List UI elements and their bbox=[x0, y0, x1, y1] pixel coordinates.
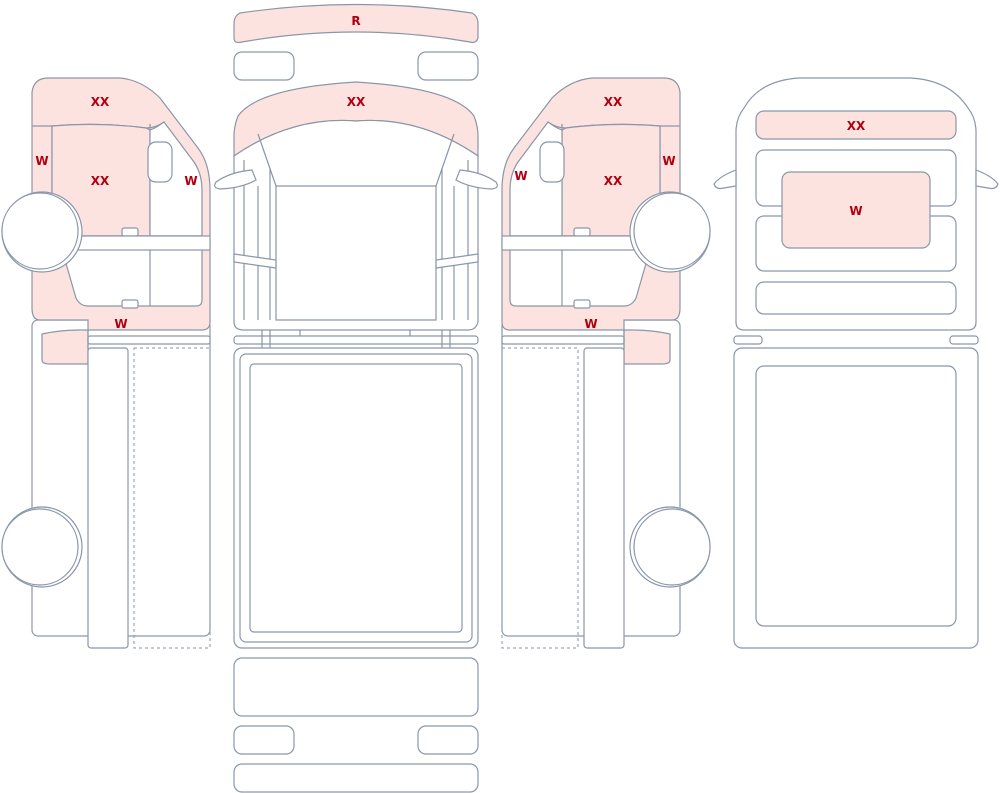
rear-left-mirror[interactable] bbox=[713, 169, 737, 190]
cab-inner-outline bbox=[275, 185, 437, 321]
right-upper-door-label: XX bbox=[604, 95, 623, 109]
rear-window-label: W bbox=[849, 204, 862, 218]
hood-label: XX bbox=[347, 95, 366, 109]
right-rear-wheel[interactable] bbox=[633, 508, 711, 586]
right-pillar-label: W bbox=[662, 154, 675, 168]
left-side-view: XX XX W W W bbox=[1, 77, 211, 649]
cargo-roof-rim bbox=[239, 353, 473, 643]
right-sill-label: W bbox=[584, 317, 597, 331]
rear-left-connector bbox=[733, 335, 763, 345]
left-belt-rail bbox=[77, 235, 211, 251]
rear-right-connector bbox=[949, 335, 979, 345]
right-door-handle-bottom[interactable] bbox=[573, 299, 591, 309]
left-upper-door-label: XX bbox=[91, 95, 110, 109]
right-window-label: W bbox=[514, 169, 527, 183]
rear-right-light[interactable] bbox=[417, 725, 479, 755]
right-belt-rail-dash bbox=[502, 235, 560, 251]
left-window-label: W bbox=[184, 174, 197, 188]
left-sliding-door-outline bbox=[133, 347, 211, 649]
cab-rear-strip bbox=[233, 335, 479, 345]
rear-step-panel[interactable] bbox=[233, 657, 479, 717]
left-sill-strip bbox=[87, 335, 211, 345]
roof-panel[interactable] bbox=[233, 3, 479, 44]
right-sill-strip bbox=[501, 335, 625, 345]
rear-bumper[interactable] bbox=[233, 763, 479, 793]
left-door-label: XX bbox=[91, 174, 110, 188]
rear-left-light[interactable] bbox=[233, 725, 295, 755]
rear-bumper-strip[interactable] bbox=[755, 281, 957, 315]
left-front-wheel[interactable] bbox=[1, 192, 79, 270]
right-vent-window[interactable] bbox=[539, 141, 565, 183]
rear-view: XX W bbox=[713, 77, 999, 649]
rear-top-panel[interactable] bbox=[755, 110, 957, 140]
right-cargo-door[interactable] bbox=[583, 347, 625, 649]
left-pillar-label: W bbox=[35, 154, 48, 168]
left-cargo-door[interactable] bbox=[87, 347, 129, 649]
top-view: R XX bbox=[214, 3, 498, 793]
cab-body[interactable] bbox=[233, 119, 479, 331]
left-vent-window[interactable] bbox=[147, 141, 173, 183]
right-door-label: XX bbox=[604, 174, 623, 188]
left-door-handle-bottom[interactable] bbox=[121, 299, 139, 309]
roof-label: R bbox=[351, 14, 360, 28]
left-a-pillar-line bbox=[243, 133, 277, 320]
right-lower-door[interactable] bbox=[509, 235, 655, 307]
rear-right-mirror[interactable] bbox=[975, 169, 999, 190]
right-front-wheel[interactable] bbox=[633, 192, 711, 270]
cargo-roof[interactable] bbox=[233, 347, 479, 649]
left-rear-wheel[interactable] bbox=[1, 508, 79, 586]
cargo-roof-inner bbox=[249, 363, 463, 633]
rear-cargo-door-panel[interactable] bbox=[755, 365, 957, 627]
left-door-handle-top[interactable] bbox=[121, 227, 139, 237]
front-left-mirror[interactable] bbox=[233, 51, 295, 81]
left-belt-rail-dash bbox=[152, 235, 210, 251]
right-belt-rail bbox=[501, 235, 635, 251]
rear-top-panel-label: XX bbox=[847, 119, 866, 133]
right-sliding-door-outline bbox=[501, 347, 579, 649]
left-sill-label: W bbox=[114, 317, 127, 331]
right-a-pillar-line bbox=[435, 133, 469, 320]
right-belt-strip bbox=[435, 253, 479, 269]
cab-connector-lines bbox=[261, 330, 451, 348]
right-side-mirror[interactable] bbox=[455, 169, 498, 190]
left-lower-door[interactable] bbox=[57, 235, 203, 307]
rear-window-panel[interactable] bbox=[781, 171, 931, 249]
left-belt-strip bbox=[233, 253, 277, 269]
right-door-handle-top[interactable] bbox=[573, 227, 591, 237]
front-right-mirror[interactable] bbox=[417, 51, 479, 81]
right-side-view: XX XX W W W bbox=[501, 77, 711, 649]
left-side-mirror[interactable] bbox=[214, 169, 257, 190]
